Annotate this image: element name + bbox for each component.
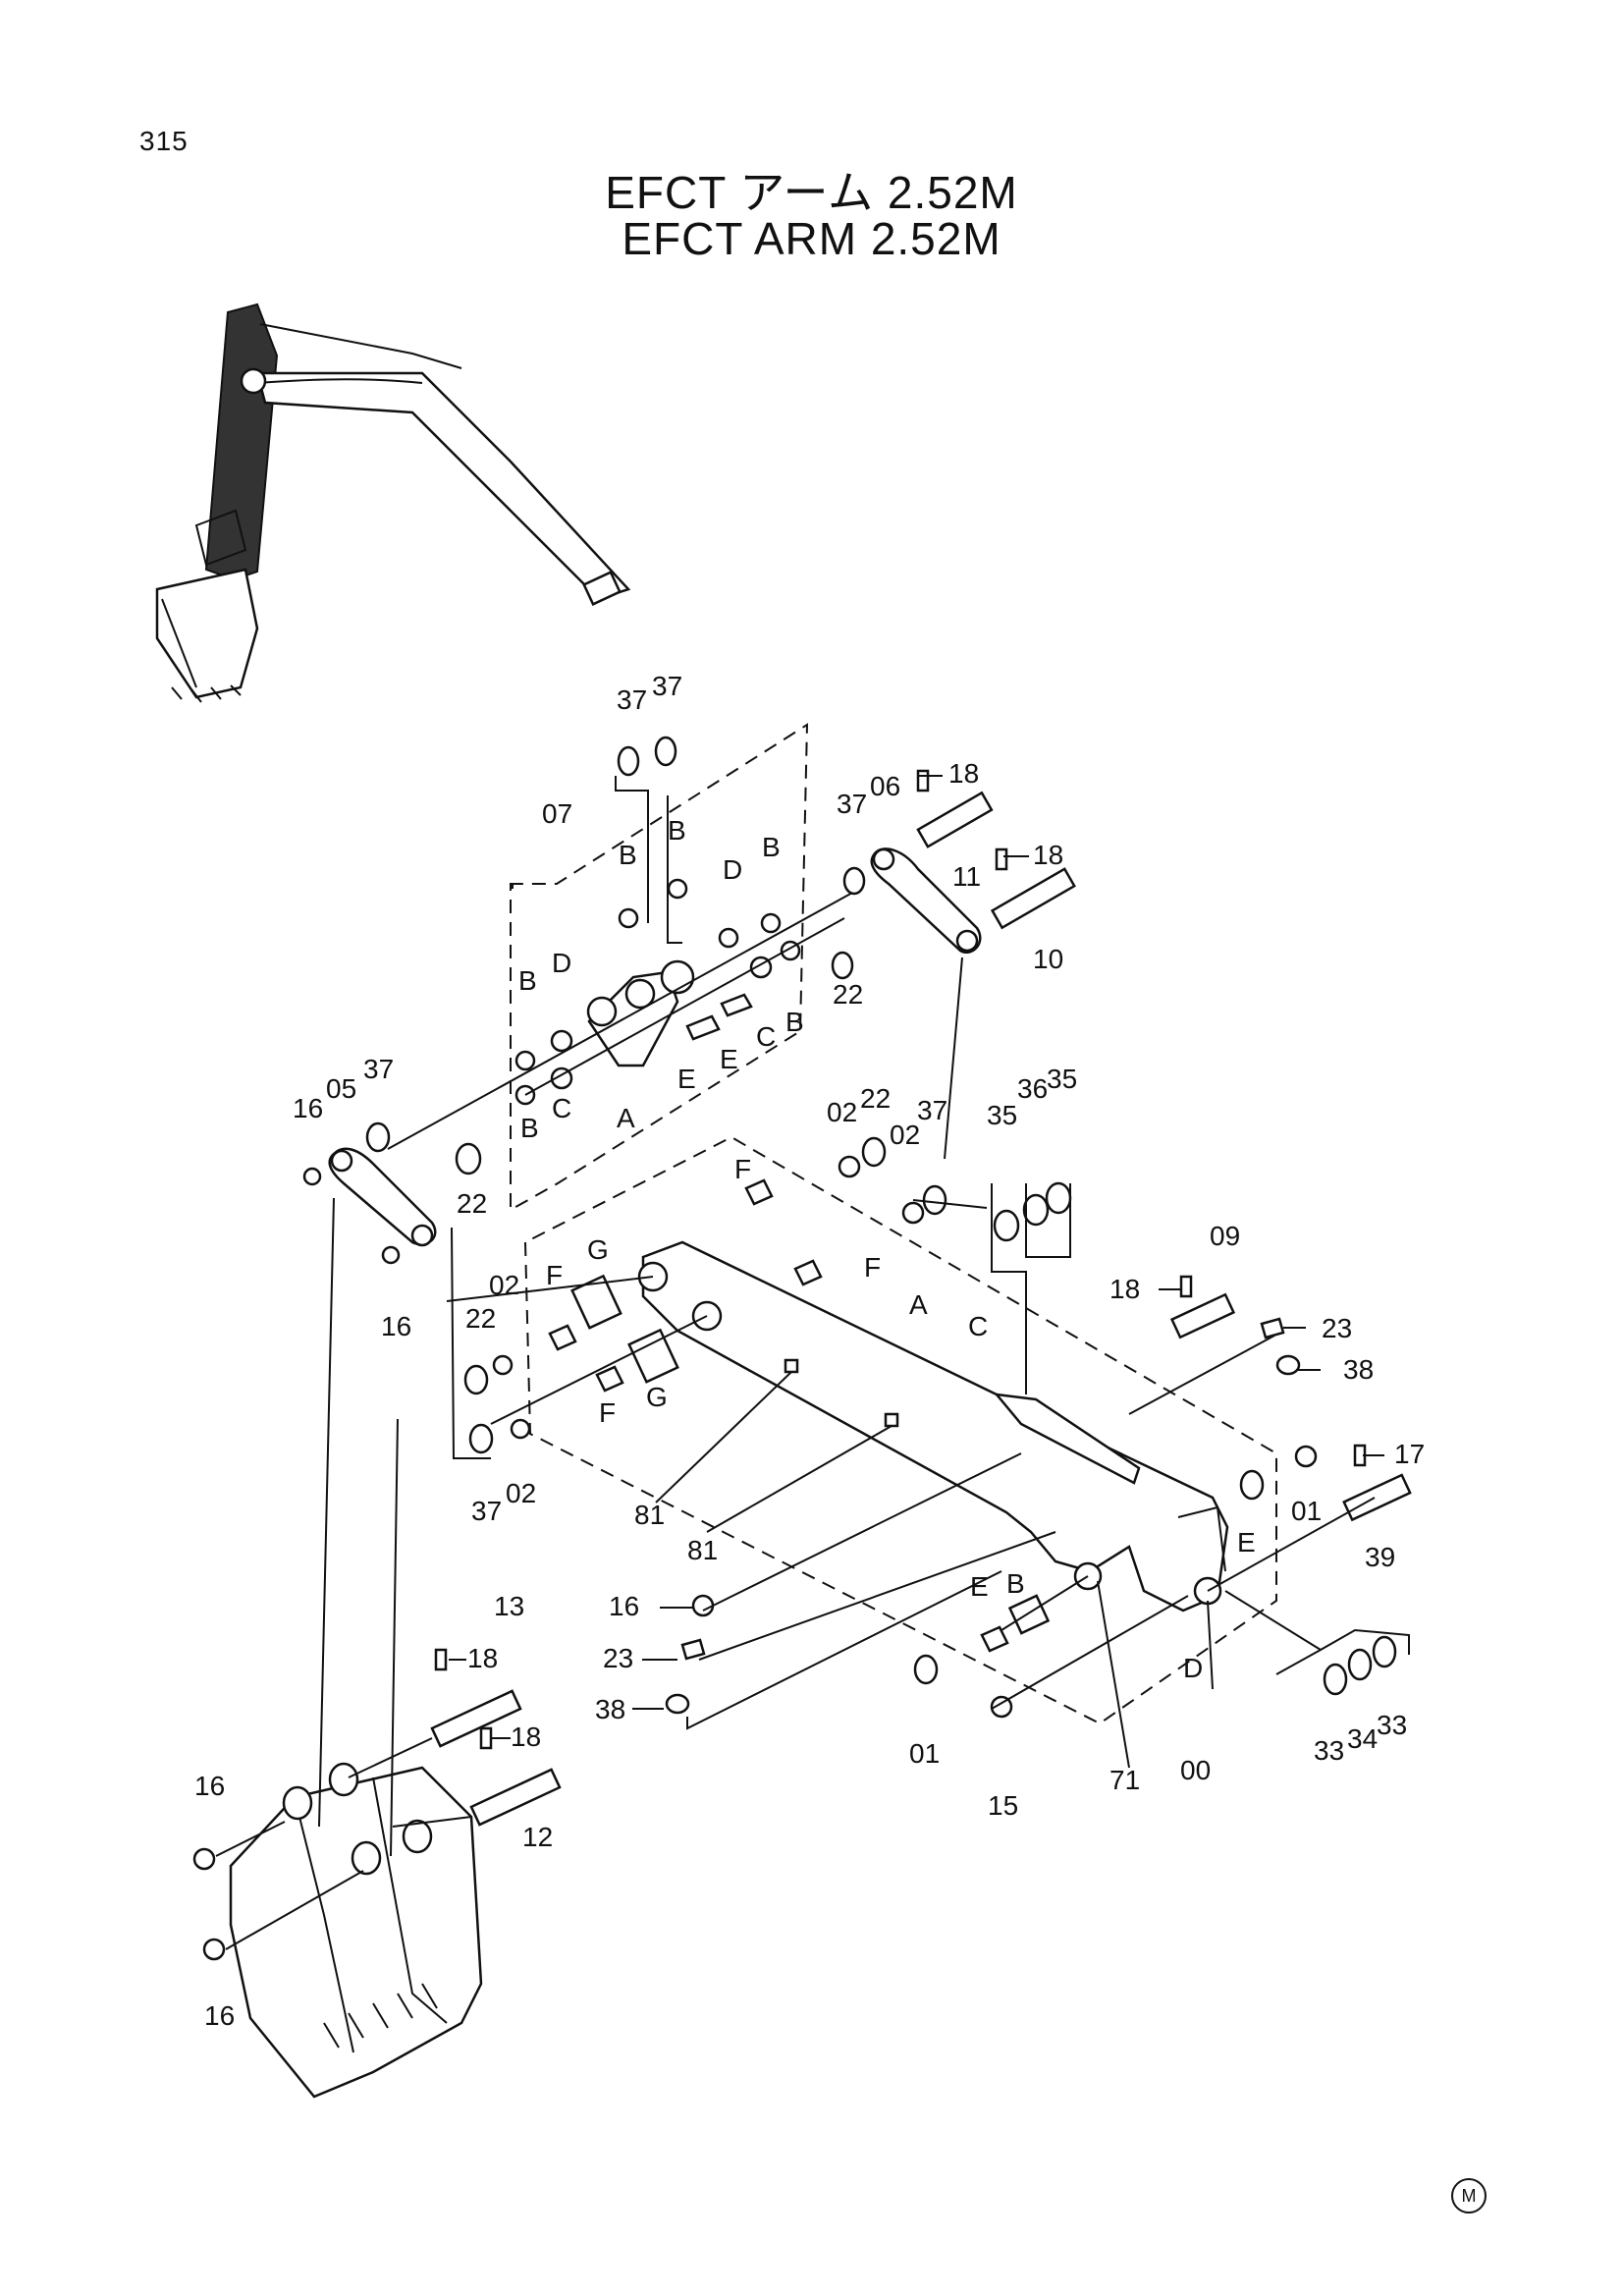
label-18: 18 [948, 758, 979, 789]
label-E: E [1237, 1527, 1256, 1558]
label-06: 06 [870, 771, 900, 801]
label-F: F [734, 1154, 751, 1184]
label-A: A [909, 1289, 928, 1320]
label-35: 35 [1047, 1064, 1077, 1094]
label-B: B [668, 815, 686, 846]
label-10: 10 [1033, 944, 1063, 974]
label-17: 17 [1394, 1439, 1425, 1469]
label-02: 02 [489, 1270, 519, 1300]
label-05: 05 [326, 1073, 356, 1104]
label-E: E [970, 1571, 989, 1602]
bucket-assembly [192, 1197, 562, 2099]
label-18: 18 [1033, 840, 1063, 870]
label-F: F [864, 1252, 881, 1283]
label-D: D [723, 854, 742, 885]
label-37: 37 [652, 671, 682, 701]
label-01: 01 [909, 1738, 940, 1769]
label-33: 33 [1377, 1710, 1407, 1740]
label-07: 07 [542, 798, 572, 829]
label-37: 37 [363, 1054, 394, 1084]
label-34: 34 [1347, 1723, 1378, 1754]
label-37: 37 [917, 1095, 947, 1125]
label-38: 38 [595, 1694, 625, 1724]
title-japanese: EFCT アーム 2.52M [605, 167, 1018, 218]
label-39: 39 [1365, 1542, 1395, 1572]
overview-arm-illustration [155, 302, 631, 703]
label-13: 13 [494, 1591, 524, 1621]
label-35: 35 [987, 1100, 1017, 1130]
label-37: 37 [617, 684, 647, 715]
label-F: F [546, 1260, 563, 1290]
label-C: C [552, 1093, 571, 1123]
label-B: B [520, 1113, 539, 1143]
label-00: 00 [1180, 1755, 1211, 1785]
label-01: 01 [1291, 1496, 1322, 1526]
label-F: F [599, 1397, 616, 1428]
label-16: 16 [609, 1591, 639, 1621]
label-B: B [785, 1007, 804, 1037]
label-16: 16 [204, 2000, 235, 2031]
label-B: B [518, 965, 537, 996]
label-E: E [720, 1044, 738, 1074]
link-05 [302, 1121, 482, 1265]
label-18: 18 [511, 1722, 541, 1752]
label-37: 37 [471, 1496, 502, 1526]
label-16: 16 [194, 1771, 225, 1801]
page-number: 315 [139, 126, 189, 156]
label-02: 02 [827, 1097, 857, 1127]
label-15: 15 [988, 1790, 1018, 1821]
label-22: 22 [465, 1303, 496, 1334]
label-16: 16 [381, 1311, 411, 1341]
label-G: G [587, 1234, 609, 1265]
label-81: 81 [634, 1500, 665, 1530]
label-22: 22 [860, 1083, 891, 1114]
label-09: 09 [1210, 1221, 1240, 1251]
label-81: 81 [687, 1535, 718, 1565]
label-22: 22 [457, 1188, 487, 1219]
label-33: 33 [1314, 1735, 1344, 1766]
label-02: 02 [890, 1120, 920, 1150]
label-12: 12 [522, 1822, 553, 1852]
link-06-pins [831, 769, 1076, 1160]
label-B: B [1006, 1568, 1025, 1599]
label-A: A [617, 1103, 635, 1133]
label-C: C [756, 1021, 776, 1052]
label-18: 18 [467, 1643, 498, 1673]
label-18: 18 [1109, 1274, 1140, 1304]
label-36: 36 [1017, 1073, 1048, 1104]
label-D: D [552, 948, 571, 978]
label-23: 23 [603, 1643, 633, 1673]
label-71: 71 [1109, 1765, 1140, 1795]
label-37: 37 [837, 789, 867, 819]
label-11: 11 [952, 861, 981, 892]
label-G: G [646, 1382, 668, 1412]
label-02: 02 [506, 1478, 536, 1508]
label-C: C [968, 1311, 988, 1341]
label-B: B [762, 832, 781, 862]
label-leaders [449, 775, 1384, 1739]
label-E: E [677, 1064, 696, 1094]
main-arm-00 [446, 1135, 1412, 1769]
label-16: 16 [293, 1093, 323, 1123]
label-B: B [619, 840, 637, 870]
part-labels: 37 37 07 B B D B 37 06 18 11 18 10 22 B … [194, 671, 1425, 2031]
m-mark-symbol: M [1451, 2178, 1487, 2214]
label-38: 38 [1343, 1354, 1374, 1385]
label-23: 23 [1322, 1313, 1352, 1343]
title-english: EFCT ARM 2.52M [622, 213, 1001, 264]
label-22: 22 [833, 979, 863, 1010]
link-assembly-07 [387, 723, 855, 1212]
label-D: D [1183, 1653, 1203, 1683]
